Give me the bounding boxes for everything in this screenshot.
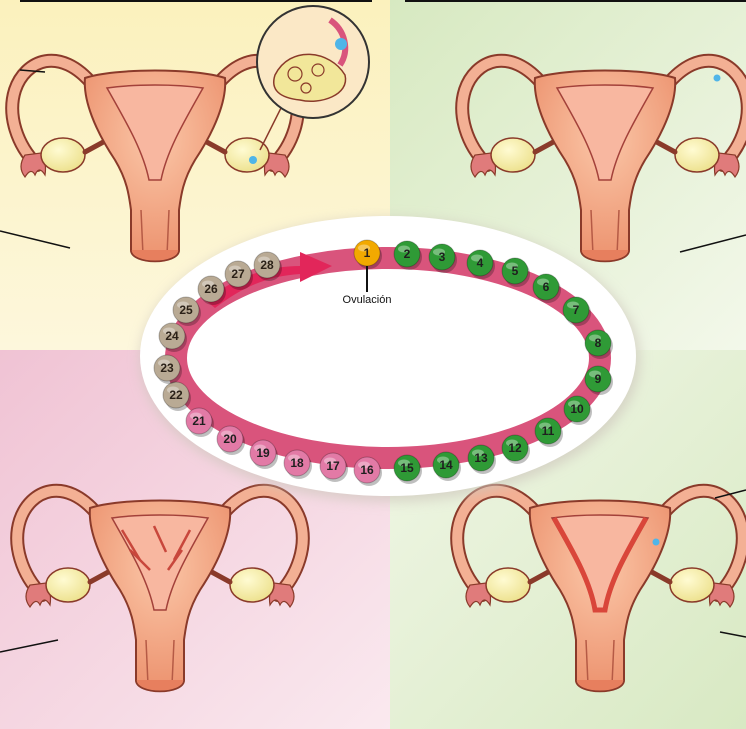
ovulation-label: Ovulación (343, 294, 392, 306)
day-number: 27 (231, 267, 245, 281)
day-number: 6 (543, 280, 550, 294)
day-number: 10 (570, 402, 584, 416)
day-number: 4 (477, 256, 484, 270)
day-number: 5 (512, 264, 519, 278)
day-number: 25 (179, 303, 193, 317)
day-number: 22 (169, 388, 183, 402)
day-number: 24 (165, 329, 179, 343)
day-number: 19 (256, 446, 270, 460)
cycle-ring (140, 216, 640, 502)
egg-icon (335, 38, 347, 50)
day-number: 8 (595, 336, 602, 350)
day-number: 11 (542, 424, 555, 438)
egg-icon (249, 156, 257, 164)
day-number: 2 (404, 247, 411, 261)
day-number: 17 (326, 459, 340, 473)
day-number: 9 (595, 372, 602, 386)
day-number: 13 (474, 451, 488, 465)
day-number: 23 (160, 361, 174, 375)
day-number: 21 (192, 414, 206, 428)
day-number: 28 (260, 258, 274, 272)
day-number: 1 (364, 246, 371, 260)
day-number: 15 (400, 461, 414, 475)
day-number: 16 (360, 463, 374, 477)
day-number: 18 (290, 456, 304, 470)
day-number: 14 (439, 458, 453, 472)
egg-icon (653, 539, 660, 546)
day-number: 20 (223, 432, 237, 446)
day-number: 12 (508, 441, 522, 455)
egg-icon (714, 75, 721, 82)
day-number: 7 (573, 303, 580, 317)
day-number: 3 (439, 250, 446, 264)
day-number: 26 (204, 282, 218, 296)
